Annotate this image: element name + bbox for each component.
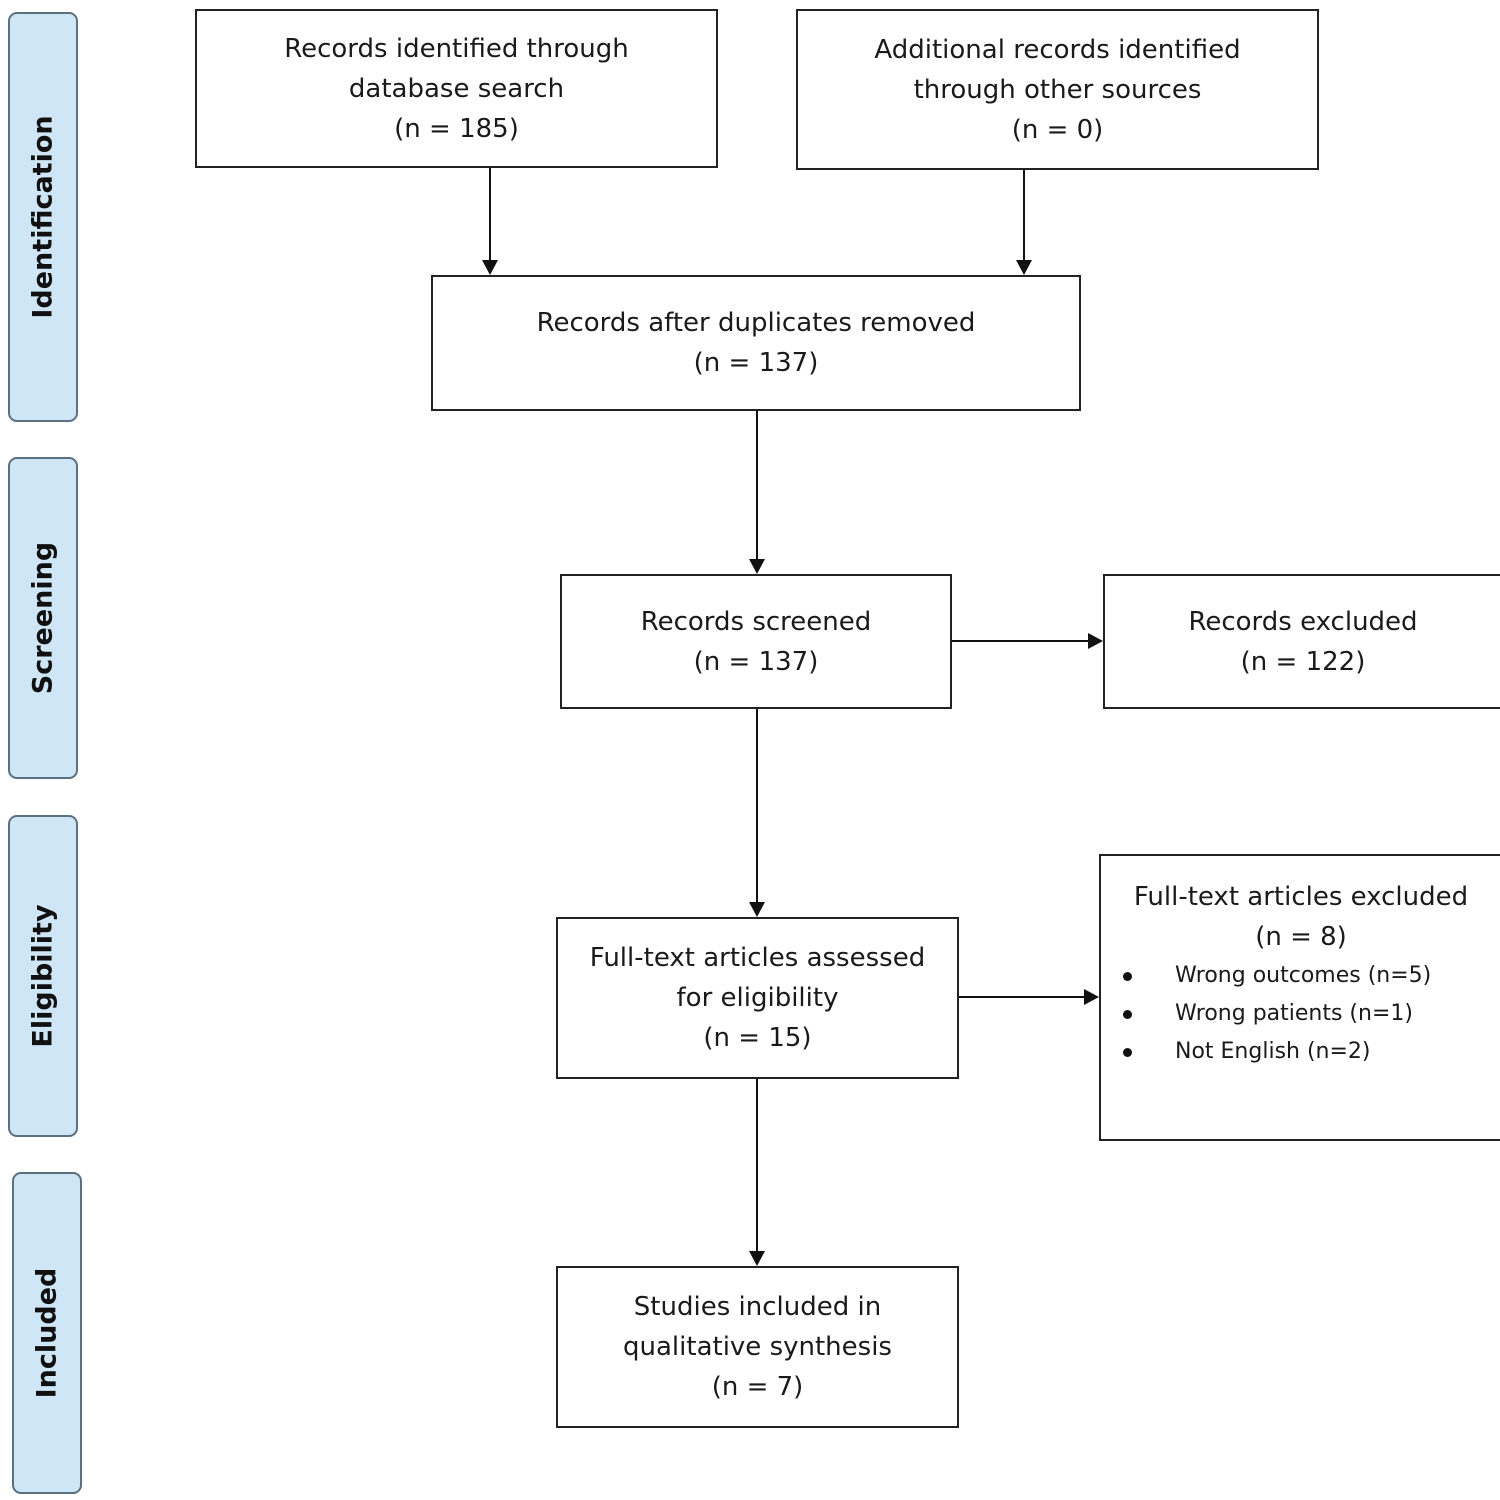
- other-sources-count: (n = 0): [1011, 114, 1104, 145]
- included-studies-count: (n = 7): [711, 1372, 804, 1402]
- after-duplicates-count: (n = 137): [693, 348, 819, 378]
- arrow-screened-to-fulltext: [749, 709, 765, 917]
- arrow-fulltext-to-included: [749, 1079, 765, 1266]
- exclusion-reason-text: Wrong outcomes (n=5): [1175, 963, 1432, 988]
- after-duplicates-line-1: Records after duplicates removed: [536, 308, 976, 338]
- after-duplicates-box: Records after duplicates removed (n = 13…: [431, 275, 1081, 411]
- database-search-box: Records identified through database sear…: [195, 9, 718, 168]
- arrow-screened-to-excluded: [952, 633, 1103, 649]
- other-sources-box: Additional records identified through ot…: [796, 9, 1319, 170]
- exclusion-reason-item: Wrong patients (n=1): [1101, 995, 1500, 1033]
- exclusion-reason-item: Wrong outcomes (n=5): [1101, 957, 1500, 995]
- included-studies-box: Studies included in qualitative synthesi…: [556, 1266, 959, 1428]
- exclusion-reasons-list: Wrong outcomes (n=5) Wrong patients (n=1…: [1101, 957, 1500, 1071]
- bullet-dot-icon: [1123, 1048, 1132, 1057]
- database-search-line-2: database search: [348, 73, 565, 104]
- exclusion-reason-text: Wrong patients (n=1): [1175, 1001, 1413, 1026]
- phase-identification: Identification: [8, 12, 78, 422]
- records-excluded-line-1: Records excluded: [1188, 606, 1418, 637]
- database-search-count: (n = 185): [394, 113, 519, 144]
- fulltext-assessed-count: (n = 15): [703, 1023, 812, 1053]
- other-sources-line-2: through other sources: [913, 74, 1202, 105]
- arrow-duplicates-to-screened: [749, 411, 765, 574]
- arrow-database-to-duplicates: [482, 168, 498, 275]
- records-excluded-box: Records excluded (n = 122): [1103, 574, 1500, 709]
- fulltext-assessed-line-2: for eligibility: [676, 983, 839, 1013]
- arrow-fulltext-to-excluded: [959, 989, 1099, 1005]
- fulltext-excluded-line-1: Full-text articles excluded: [1133, 882, 1469, 912]
- database-search-line-1: Records identified through: [284, 33, 629, 64]
- exclusion-reason-text: Not English (n=2): [1175, 1039, 1371, 1064]
- arrow-other-to-duplicates: [1016, 170, 1032, 275]
- fulltext-assessed-box: Full-text articles assessed for eligibil…: [556, 917, 959, 1079]
- included-studies-line-2: qualitative synthesis: [623, 1332, 892, 1362]
- phase-eligibility: Eligibility: [8, 815, 78, 1137]
- fulltext-excluded-box: Full-text articles excluded (n = 8) Wron…: [1099, 854, 1500, 1141]
- fulltext-assessed-line-1: Full-text articles assessed: [589, 943, 926, 973]
- bullet-dot-icon: [1123, 972, 1132, 981]
- records-screened-count: (n = 137): [693, 646, 819, 677]
- phase-included: Included: [12, 1172, 82, 1494]
- included-studies-line-1: Studies included in: [633, 1292, 882, 1322]
- other-sources-line-1: Additional records identified: [874, 34, 1241, 65]
- records-screened-line-1: Records screened: [640, 606, 872, 637]
- fulltext-excluded-count: (n = 8): [1255, 922, 1347, 952]
- phase-screening: Screening: [8, 457, 78, 779]
- bullet-dot-icon: [1123, 1010, 1132, 1019]
- exclusion-reason-item: Not English (n=2): [1101, 1033, 1500, 1071]
- records-excluded-count: (n = 122): [1240, 646, 1366, 677]
- records-screened-box: Records screened (n = 137): [560, 574, 952, 709]
